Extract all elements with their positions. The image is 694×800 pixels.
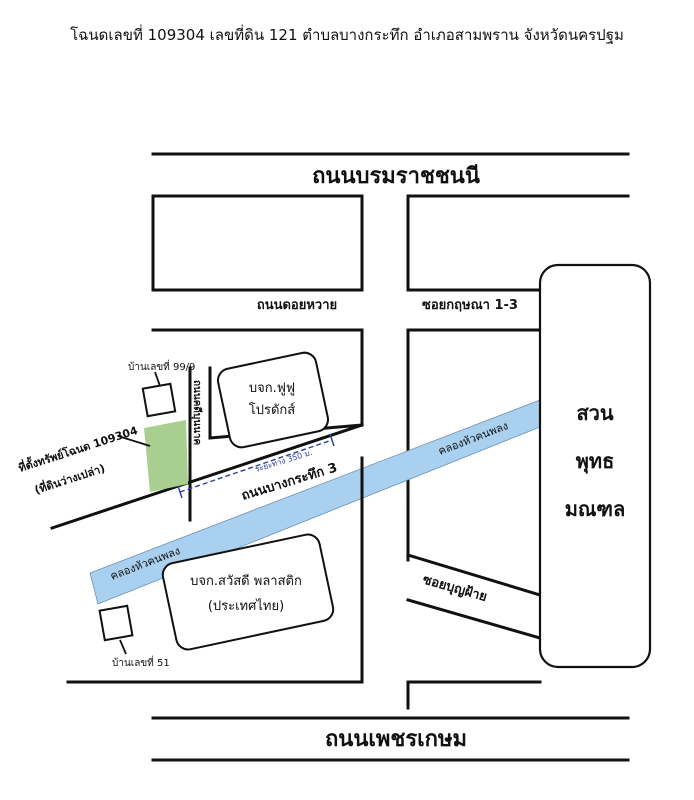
factory-top-block xyxy=(217,351,329,449)
road-label-kradi-bunnak: ถนนคดีบุนนาค xyxy=(191,380,203,446)
park-label-line2: พุทธ xyxy=(576,449,615,474)
bun-fai-soi-edge-upper xyxy=(406,553,542,597)
lower-left-block-edge xyxy=(66,456,364,684)
bun-fai-soi-edge-lower xyxy=(406,598,542,640)
house-top-block xyxy=(141,382,177,418)
property-label-line1: ที่ตั้งทรัพย์โฉนด 109304 xyxy=(16,422,139,475)
factory-top-label-line1: บจก.ฟูฟู xyxy=(249,381,295,396)
block-top-right-edge xyxy=(406,194,630,292)
krit-sana-soi-edge-lower xyxy=(406,328,542,562)
house-top-label: บ้านเลขที่ 99/9 xyxy=(128,359,195,373)
factory-bottom-label-line1: บจก.สวัสดี พลาสติก xyxy=(190,573,302,589)
map-caption: โฉนดเลขที่ 109304 เลขที่ดิน 121 ตำบลบางก… xyxy=(70,24,624,44)
house-bottom-label: บ้านเลขที่ 51 xyxy=(112,655,170,669)
road-label-top-main: ถนนบรมราชชนนี xyxy=(312,164,480,189)
park-label-line1: สวน xyxy=(576,401,613,425)
bang-krathuek-road-edge-lower xyxy=(50,423,364,530)
park-label-line3: มณฑล xyxy=(565,497,626,521)
property-pointer xyxy=(117,435,151,447)
road-label-doi-hwai: ถนนดอยหวาย xyxy=(257,298,337,313)
doi-hwai-road-edge-lower xyxy=(151,328,364,427)
factory-top-label-line2: โปรดักส์ xyxy=(249,402,296,418)
house-bottom-block xyxy=(98,604,134,642)
factory-bottom-label-line2: (ประเทศไทย) xyxy=(208,598,284,614)
road-label-krit-sana: ซอยกฤษณา 1-3 xyxy=(422,298,518,313)
lower-right-block-edge xyxy=(406,680,542,710)
road-label-bottom-main: ถนนเพชรเกษม xyxy=(325,727,467,752)
park-block xyxy=(538,263,652,669)
block-top-left-edge xyxy=(151,194,364,292)
house-bottom-pointer xyxy=(119,639,127,655)
subject-property-parcel xyxy=(144,420,188,492)
house-top-pointer xyxy=(154,371,161,387)
factory-bottom-block xyxy=(161,533,335,651)
